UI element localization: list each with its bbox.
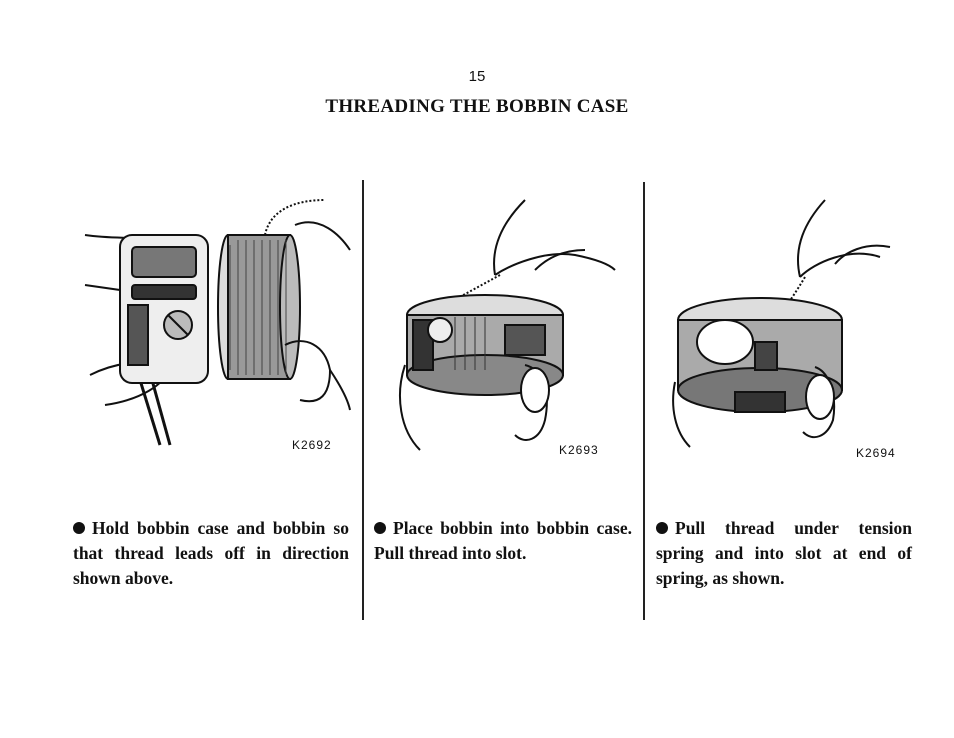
hands-holding-bobbin-case-and-bobbin-illustration <box>84 199 351 446</box>
figure-step-1 <box>80 195 355 450</box>
step-caption: Pull thread under tension spring and int… <box>656 518 912 588</box>
figure-step-2 <box>385 195 625 455</box>
page-number: 15 <box>468 68 486 85</box>
column-divider <box>362 180 364 620</box>
page-title: THREADING THE BOBBIN CASE <box>325 96 629 117</box>
column-divider <box>643 182 645 620</box>
step-caption: Place bobbin into bobbin case. Pull thre… <box>374 518 632 563</box>
bullet-icon <box>73 522 85 534</box>
bullet-icon <box>374 522 386 534</box>
figure-step-3 <box>665 192 895 452</box>
step-caption: Hold bobbin case and bobbin so that thre… <box>73 518 349 588</box>
figure-code: K2692 <box>292 438 332 452</box>
hands-placing-bobbin-into-case-illustration <box>399 199 616 451</box>
figure-code: K2693 <box>559 443 599 457</box>
bullet-icon <box>656 522 668 534</box>
hands-pulling-thread-under-tension-spring-illustration <box>672 199 891 448</box>
figure-code: K2694 <box>856 446 896 460</box>
